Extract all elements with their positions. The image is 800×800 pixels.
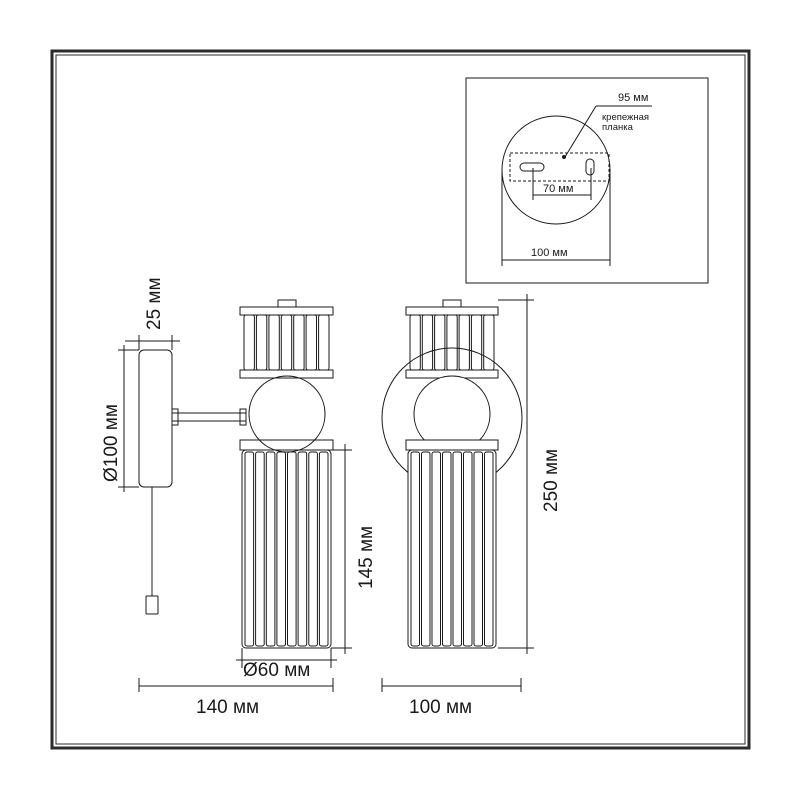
arm xyxy=(171,412,247,422)
shade-diameter-label: Ø60 мм xyxy=(243,660,310,681)
hole-spacing-label: 70 мм xyxy=(543,183,573,195)
shade-flute xyxy=(287,451,297,647)
bottom-shade xyxy=(244,451,329,647)
shade-flute xyxy=(265,451,276,647)
shade-flute xyxy=(276,451,286,647)
bottom-shade-rim xyxy=(239,439,334,451)
front-width-label: 100 мм xyxy=(409,697,472,718)
shade-flute xyxy=(410,451,420,647)
inset-frame xyxy=(465,77,709,284)
shade-flute xyxy=(255,451,265,647)
shade-flute xyxy=(470,314,483,371)
bottom-shade-outline xyxy=(241,449,332,649)
side-width-label: 140 мм xyxy=(196,697,259,718)
top-shade xyxy=(243,314,330,371)
shade-flute xyxy=(308,451,318,647)
shade-flute xyxy=(452,451,462,647)
plate-name-line1: крепежная xyxy=(602,112,649,123)
top-shade-rim-bottom xyxy=(239,369,334,379)
base-diameter-label: 100 мм xyxy=(531,247,568,259)
plate-name-line2: планка xyxy=(602,122,634,133)
pull-cord-weight xyxy=(145,595,159,615)
mount-depth-label: 25 мм xyxy=(144,277,165,330)
shade-flute xyxy=(305,314,318,371)
vertical-slot-hole xyxy=(585,158,595,176)
shade-flute xyxy=(318,451,329,647)
outer-frame xyxy=(50,49,751,750)
shade-flute xyxy=(268,314,280,371)
shade-flute xyxy=(243,314,255,371)
front-top-shade xyxy=(409,314,495,371)
shade-flute xyxy=(442,451,452,647)
wall-backplate xyxy=(138,349,173,488)
shade-flute xyxy=(421,314,434,371)
shade-flute xyxy=(434,314,446,371)
side-view xyxy=(118,299,352,692)
slot-hole xyxy=(519,162,545,172)
mounting-plate xyxy=(509,152,610,182)
shade-height-label: 145 мм xyxy=(356,526,377,589)
mount-plate-inset xyxy=(465,77,709,284)
shade-flute xyxy=(280,314,293,371)
shade-flute xyxy=(463,451,473,647)
shade-flute xyxy=(255,314,268,371)
plate-length-label: 95 мм xyxy=(618,92,648,104)
mount-diameter-label: Ø100 мм xyxy=(101,404,122,482)
top-cap-knob xyxy=(277,299,297,308)
front-bottom-shade xyxy=(410,451,494,647)
plate-leader-line xyxy=(564,105,597,158)
shade-flute xyxy=(293,314,305,371)
shade-flute xyxy=(431,451,441,647)
front-top-shade-rim-top xyxy=(405,306,499,316)
shade-flute xyxy=(297,451,308,647)
shade-flute xyxy=(483,314,495,371)
shade-flute xyxy=(446,314,458,371)
inner-frame xyxy=(55,54,746,745)
shade-flute xyxy=(318,314,330,371)
shade-flute xyxy=(484,451,494,647)
shade-flute xyxy=(473,451,483,647)
globe xyxy=(248,375,326,453)
front-view xyxy=(381,294,534,692)
arm-joint-left xyxy=(171,408,179,426)
front-top-cap-knob xyxy=(442,299,462,308)
shade-flute xyxy=(244,451,255,647)
total-height-label: 250 мм xyxy=(541,449,562,512)
arm-joint-right xyxy=(239,408,247,426)
shade-flute xyxy=(458,314,470,371)
shade-flute xyxy=(409,314,421,371)
shade-flute xyxy=(421,451,431,647)
top-shade-rim-top xyxy=(239,306,334,316)
front-bottom-shade-rim xyxy=(405,439,499,451)
